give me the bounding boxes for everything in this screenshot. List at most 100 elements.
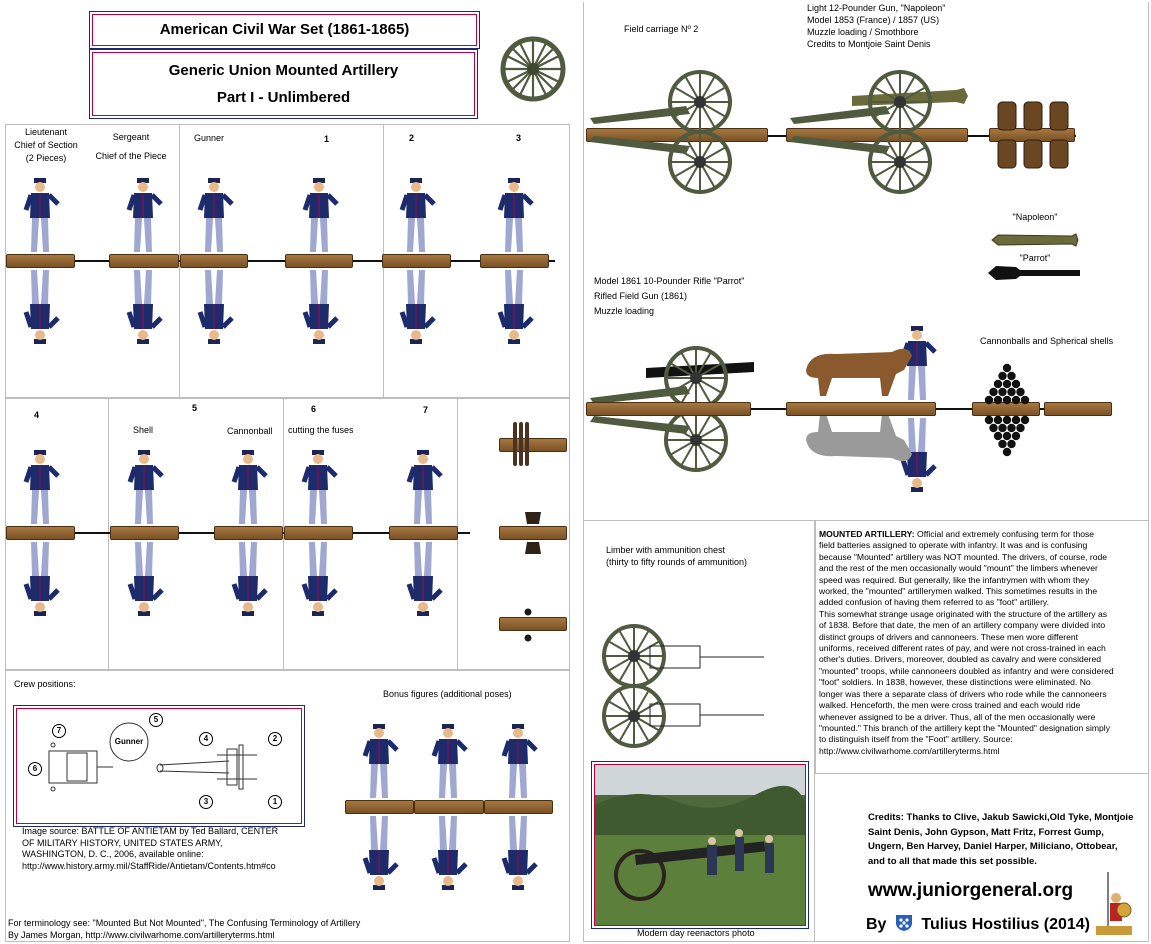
soldier-figure bbox=[431, 816, 468, 890]
cannonball-stack-icon bbox=[984, 415, 1030, 457]
base bbox=[6, 526, 75, 540]
parrot-barrel-icon bbox=[988, 266, 1080, 280]
ramrod-icon bbox=[513, 422, 529, 466]
soldier-figure bbox=[197, 178, 234, 252]
cannonball-stack-icon bbox=[984, 363, 1030, 405]
author-line: By Tulius Hostilius (2014) bbox=[866, 914, 1090, 934]
author-shield-icon bbox=[895, 914, 913, 932]
soldier-figure bbox=[231, 542, 268, 616]
roman-soldier-logo-icon bbox=[1096, 872, 1132, 935]
soldier-figure bbox=[302, 178, 339, 252]
soldier-figure bbox=[406, 542, 443, 616]
crew-number-6: 6 bbox=[311, 404, 317, 414]
subtitle-line2: Part I - Unlimbered bbox=[216, 89, 351, 106]
soldier-figure bbox=[127, 450, 164, 524]
position-circle: 6 bbox=[28, 762, 42, 776]
napoleon-barrel-icon bbox=[991, 233, 1079, 247]
horses-icon bbox=[806, 348, 912, 462]
mounted-artillery-note: MOUNTED ARTILLERY: Official and extremel… bbox=[819, 529, 1114, 756]
soldier-figure bbox=[197, 270, 234, 344]
cannonball-label: Cannonball bbox=[227, 426, 273, 436]
crew-number-4: 4 bbox=[34, 410, 40, 420]
position-circle: 2 bbox=[268, 732, 282, 746]
soldier-figure bbox=[900, 326, 937, 400]
soldier-figure bbox=[362, 724, 399, 798]
base bbox=[214, 526, 283, 540]
set-title-box: American Civil War Set (1861-1865) bbox=[89, 11, 480, 49]
reenactors-photo bbox=[595, 765, 805, 925]
soldier-figure bbox=[399, 178, 436, 252]
napoleon-barrel-label: "Napoleon" bbox=[1012, 212, 1058, 222]
crew-number-2: 2 bbox=[409, 133, 415, 143]
base bbox=[786, 402, 936, 416]
soldier-figure bbox=[501, 724, 538, 798]
base bbox=[109, 254, 179, 268]
gunner-position-label: Gunner bbox=[114, 737, 144, 746]
crew-number-5: 5 bbox=[192, 403, 198, 413]
crew-panel-row1 bbox=[5, 124, 570, 398]
crew-number-3: 3 bbox=[516, 133, 522, 143]
image-source: Image source: BATTLE OF ANTIETAM by Ted … bbox=[22, 826, 279, 871]
base bbox=[499, 526, 567, 540]
parrot-barrel-label: "Parrot" bbox=[1019, 253, 1051, 263]
base bbox=[284, 526, 353, 540]
limber-icon bbox=[602, 624, 764, 748]
base bbox=[382, 254, 451, 268]
base bbox=[414, 800, 484, 814]
soldier-figure bbox=[302, 270, 339, 344]
napoleon-gun bbox=[790, 70, 968, 194]
powder-barrels bbox=[997, 101, 1069, 169]
field-carriage bbox=[590, 70, 732, 194]
soldier-figure bbox=[126, 270, 163, 344]
divider bbox=[283, 398, 284, 670]
cutting-fuses-label: cutting the fuses bbox=[288, 425, 354, 435]
bonus-label: Bonus figures (additional poses) bbox=[383, 689, 512, 699]
credits-text: Credits: Thanks to Clive, Jakub Sawicki,… bbox=[868, 812, 1134, 867]
soldier-figure bbox=[126, 178, 163, 252]
position-circle: 7 bbox=[52, 724, 66, 738]
parrot-info: Model 1861 10-Pounder Rifle "Parrot"Rifl… bbox=[594, 276, 745, 316]
positions-title: Crew positions: bbox=[14, 679, 76, 689]
soldier-figure bbox=[127, 542, 164, 616]
set-title: American Civil War Set (1861-1865) bbox=[159, 21, 410, 38]
positions-diagram-svg bbox=[48, 722, 257, 792]
soldier-figure bbox=[23, 178, 60, 252]
bucket-icon bbox=[525, 512, 541, 554]
soldier-figure bbox=[431, 724, 468, 798]
parrot-gun bbox=[590, 346, 754, 472]
position-circle: 1 bbox=[268, 795, 282, 809]
soldier-figure bbox=[497, 178, 534, 252]
subtitle-box: Generic Union Mounted Artillery Part I -… bbox=[89, 49, 478, 119]
soldier-figure bbox=[497, 270, 534, 344]
gunner-label: Gunner bbox=[194, 133, 225, 143]
website-link[interactable]: www.juniorgeneral.org bbox=[868, 880, 1074, 901]
reenactors-photo-frame bbox=[591, 761, 809, 929]
subtitle-line1: Generic Union Mounted Artillery bbox=[168, 62, 399, 79]
limber-label: Limber with ammunition chest(thirty to f… bbox=[606, 545, 748, 567]
stake-icon bbox=[524, 608, 532, 642]
base bbox=[110, 526, 179, 540]
crew-number-1: 1 bbox=[324, 134, 330, 144]
base bbox=[484, 800, 553, 814]
base bbox=[180, 254, 248, 268]
note-heading: MOUNTED ARTILLERY: bbox=[819, 529, 915, 539]
position-circle: 3 bbox=[199, 795, 213, 809]
shell-label: Shell bbox=[133, 425, 154, 435]
soldier-figure bbox=[301, 450, 338, 524]
base bbox=[499, 617, 567, 631]
cannonballs-label: Cannonballs and Spherical shells bbox=[980, 336, 1114, 346]
soldier-figure bbox=[231, 450, 268, 524]
base bbox=[586, 402, 751, 416]
photo-caption: Modern day reenactors photo bbox=[637, 928, 755, 938]
soldier-figure bbox=[501, 816, 538, 890]
soldier-figure bbox=[900, 418, 937, 492]
terminology-note: For terminology see: "Mounted But Not Mo… bbox=[8, 918, 361, 940]
guns-panel bbox=[583, 2, 1149, 942]
soldier-figure bbox=[23, 450, 60, 524]
soldier-figure bbox=[301, 542, 338, 616]
base bbox=[389, 526, 458, 540]
soldier-figure bbox=[23, 270, 60, 344]
base bbox=[1044, 402, 1112, 416]
